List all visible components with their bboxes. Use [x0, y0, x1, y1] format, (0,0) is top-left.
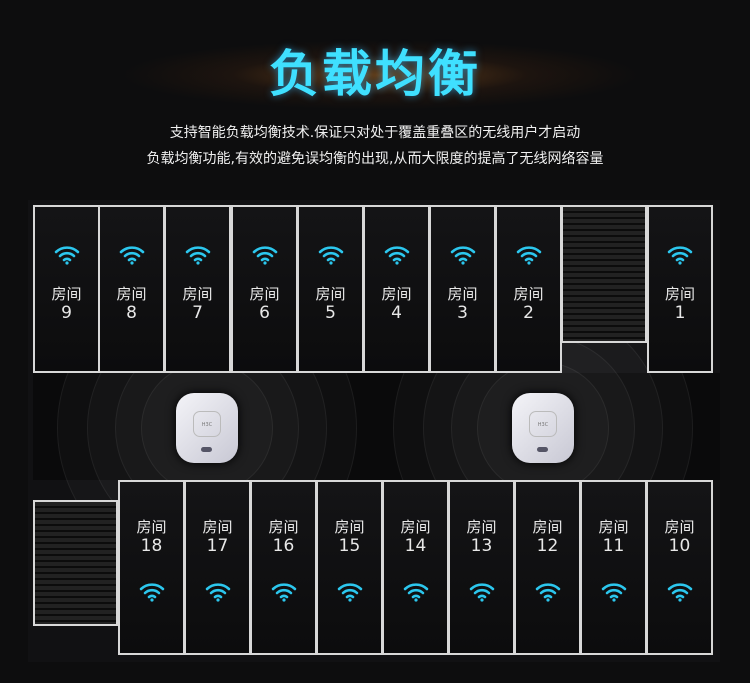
- description-line-2: 负载均衡功能,有效的避免误均衡的出现,从而大限度的提高了无线网络容量: [146, 151, 604, 167]
- wifi-icon: [205, 582, 231, 602]
- room-number: 12: [536, 536, 559, 556]
- wifi-icon: [337, 582, 363, 602]
- room-number: 18: [140, 536, 163, 556]
- room-number: 13: [470, 536, 493, 556]
- room-number: 15: [338, 536, 361, 556]
- room-label: 房间: [400, 518, 431, 536]
- room-number: 11: [602, 536, 625, 556]
- wifi-icon: [185, 245, 211, 265]
- ap-led: [537, 447, 548, 452]
- wifi-icon: [469, 582, 495, 602]
- room-label: 房间: [182, 285, 213, 303]
- access-point-device: H3C: [512, 393, 574, 463]
- wifi-icon: [450, 245, 476, 265]
- room-label: 房间: [202, 518, 233, 536]
- room-number: 6: [259, 303, 270, 323]
- room-number: 3: [457, 303, 468, 323]
- room-label: 房间: [116, 285, 147, 303]
- staircase: [33, 500, 118, 626]
- room-number: 4: [391, 303, 402, 323]
- room-number: 9: [61, 303, 72, 323]
- wifi-icon: [403, 582, 429, 602]
- staircase: [561, 205, 647, 343]
- room-number: 14: [404, 536, 427, 556]
- wifi-icon: [119, 245, 145, 265]
- room-label: 房间: [598, 518, 629, 536]
- wifi-icon: [252, 245, 278, 265]
- room-label: 房间: [334, 518, 365, 536]
- room-number: 10: [668, 536, 691, 556]
- wifi-icon: [54, 245, 80, 265]
- room-label: 房间: [51, 285, 82, 303]
- ap-led: [201, 447, 212, 452]
- ap-brand-logo: H3C: [529, 411, 557, 437]
- wifi-icon: [667, 582, 693, 602]
- room-number: 1: [674, 303, 686, 323]
- wifi-icon: [318, 245, 344, 265]
- room-number: 8: [126, 303, 137, 323]
- room-label: 房间: [466, 518, 497, 536]
- access-point-device: H3C: [176, 393, 238, 463]
- room-number: 17: [206, 536, 229, 556]
- room-number: 5: [325, 303, 336, 323]
- room-label: 房间: [249, 285, 280, 303]
- room-label: 房间: [268, 518, 299, 536]
- room-number: 2: [523, 303, 534, 323]
- wifi-icon: [384, 245, 410, 265]
- ap-brand-logo: H3C: [193, 411, 221, 437]
- wifi-icon: [601, 582, 627, 602]
- room-label: 房间: [315, 285, 346, 303]
- room-label: 房间: [381, 285, 412, 303]
- room-label: 房间: [513, 285, 544, 303]
- title-glow: [120, 40, 640, 110]
- wifi-icon: [139, 582, 165, 602]
- room-label: 房间: [664, 518, 695, 536]
- room-number: 16: [272, 536, 295, 556]
- wifi-icon: [271, 582, 297, 602]
- page-title: 负载均衡: [269, 45, 481, 103]
- wifi-icon: [535, 582, 561, 602]
- room-label: 房间: [532, 518, 563, 536]
- room-label: 房间: [664, 285, 695, 303]
- room-label: 房间: [447, 285, 478, 303]
- description-line-1: 支持智能负载均衡技术.保证只对处于覆盖重叠区的无线用户才启动: [169, 125, 581, 141]
- room-number: 7: [192, 303, 203, 323]
- room-label: 房间: [136, 518, 167, 536]
- wifi-icon: [667, 245, 693, 265]
- wifi-icon: [516, 245, 542, 265]
